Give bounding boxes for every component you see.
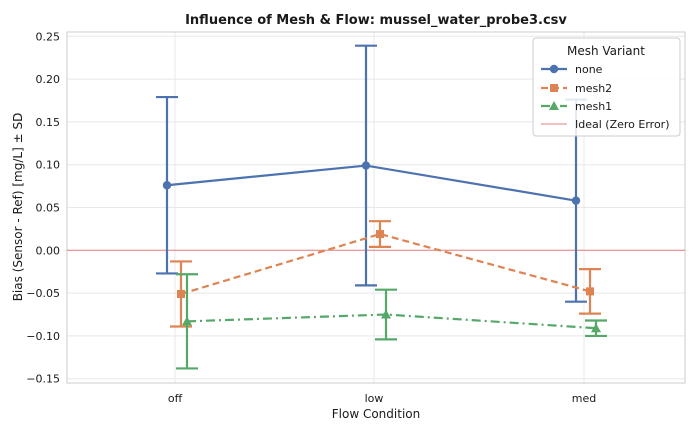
data-point-none <box>162 181 172 190</box>
data-point-mesh1 <box>182 316 192 326</box>
data-point-mesh2 <box>177 289 185 298</box>
x-tick-labels: off low med <box>168 392 596 405</box>
legend-label: Ideal (Zero Error) <box>575 118 670 131</box>
series-line-mesh2 <box>180 232 591 296</box>
data-point-none <box>361 161 371 170</box>
data-point-mesh1 <box>591 323 601 333</box>
legend-box <box>532 37 681 137</box>
series-layer <box>156 44 607 370</box>
legend-item-mesh1: mesh1 <box>541 100 612 113</box>
y-tick-labels: −0.15 −0.10 −0.05 0.00 0.05 0.10 0.15 0.20 0.25 <box>26 30 60 385</box>
data-point-none <box>571 196 581 205</box>
legend-item-mesh2: mesh2 <box>541 82 612 95</box>
y-tick-label: 0.10 <box>36 159 61 172</box>
grid <box>67 32 685 383</box>
data-point-mesh2 <box>376 230 384 239</box>
legend-item-none: none <box>541 63 603 76</box>
legend-marker <box>549 64 559 74</box>
y-tick-label: 0.25 <box>36 30 61 43</box>
y-tick-label: 0.05 <box>36 202 61 215</box>
legend-marker <box>549 101 559 110</box>
series-mesh2 <box>170 220 601 328</box>
y-tick-label: −0.05 <box>26 287 60 300</box>
chart-title: Influence of Mesh & Flow: mussel_water_p… <box>185 13 567 28</box>
y-tick-label: 0.20 <box>36 73 61 86</box>
legend-title: Mesh Variant <box>567 44 645 58</box>
y-axis-label: Bias (Sensor - Ref) [mg/L] ± SD <box>11 113 25 302</box>
x-tick-label: low <box>365 392 384 405</box>
x-tick-label: med <box>572 392 596 405</box>
y-tick-label: −0.15 <box>26 373 60 386</box>
legend-label: none <box>575 63 603 76</box>
plot-frame <box>66 31 686 384</box>
y-tick-label: 0.15 <box>36 116 61 129</box>
y-tick-label: 0.00 <box>36 244 61 257</box>
legend-marker <box>550 84 558 92</box>
series-mesh1 <box>176 273 607 370</box>
data-point-mesh1 <box>381 309 391 319</box>
data-point-mesh2 <box>586 287 594 296</box>
legend-label: mesh1 <box>575 100 612 113</box>
y-tick-label: −0.10 <box>26 330 60 343</box>
x-axis-label: Flow Condition <box>332 407 420 421</box>
legend-label: mesh2 <box>575 82 612 95</box>
legend-item-ideal: Ideal (Zero Error) <box>541 118 670 131</box>
x-tick-label: off <box>168 392 183 405</box>
